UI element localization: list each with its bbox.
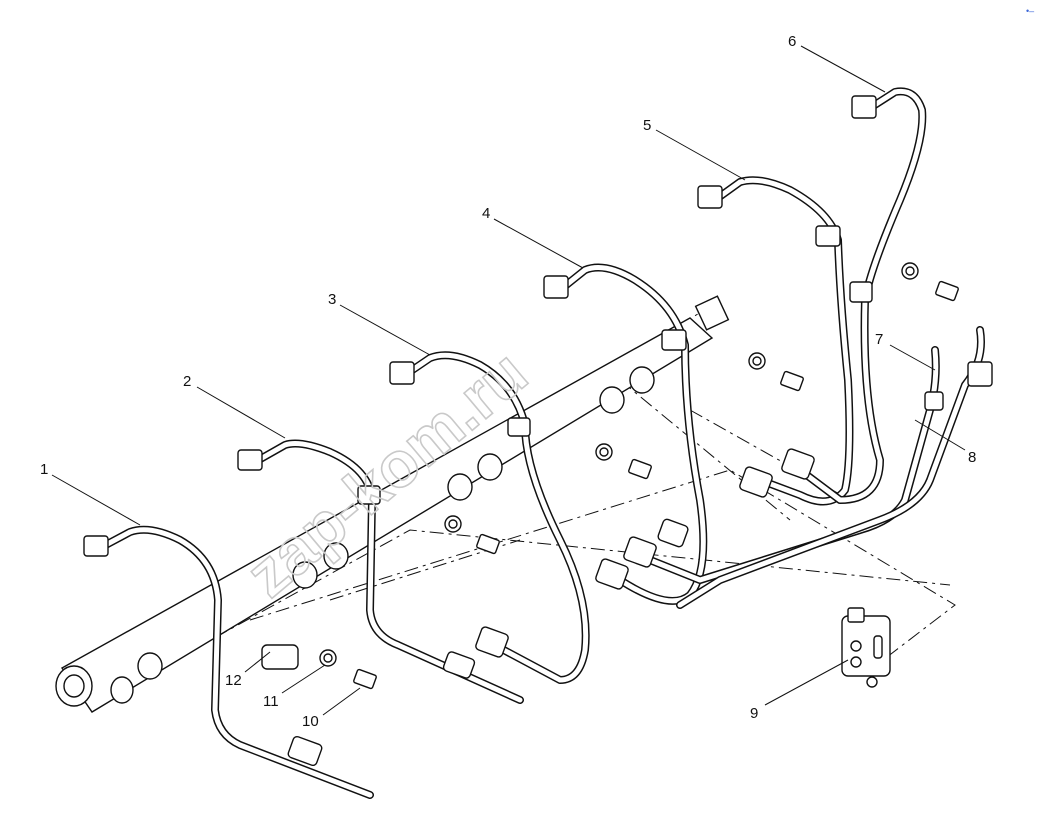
- injection-pipe-3: [389, 351, 590, 684]
- injection-pipe-6: [781, 87, 927, 504]
- injection-pipe-5: [697, 176, 854, 506]
- callout-2: 2: [183, 373, 191, 390]
- fasteners: [261, 262, 959, 690]
- callout-labels: 1 2 3 4 5 6 7 8 9 10 11 12: [40, 33, 976, 730]
- callout-8: 8: [968, 449, 976, 466]
- fuel-rail: [55, 295, 730, 713]
- callout-3: 3: [328, 291, 336, 308]
- callout-1: 1: [40, 461, 48, 478]
- callout-4: 4: [482, 205, 490, 222]
- callout-5: 5: [643, 117, 651, 134]
- callout-9: 9: [750, 705, 758, 722]
- pipe-1-nut-lower: [287, 735, 323, 767]
- pipe-1-nut: [83, 535, 109, 557]
- corner-mark: •–: [1026, 6, 1035, 16]
- callout-6: 6: [788, 33, 796, 50]
- injection-pipe-7-8: [623, 326, 993, 609]
- callout-11: 11: [263, 693, 279, 710]
- callout-7: 7: [875, 331, 883, 348]
- callout-10: 10: [302, 713, 319, 730]
- clamp-9: [841, 607, 891, 688]
- leader-lines: [51, 45, 966, 716]
- callout-12: 12: [225, 672, 242, 689]
- injection-pipe-1: [83, 525, 374, 799]
- injection-pipe-2: [237, 439, 524, 704]
